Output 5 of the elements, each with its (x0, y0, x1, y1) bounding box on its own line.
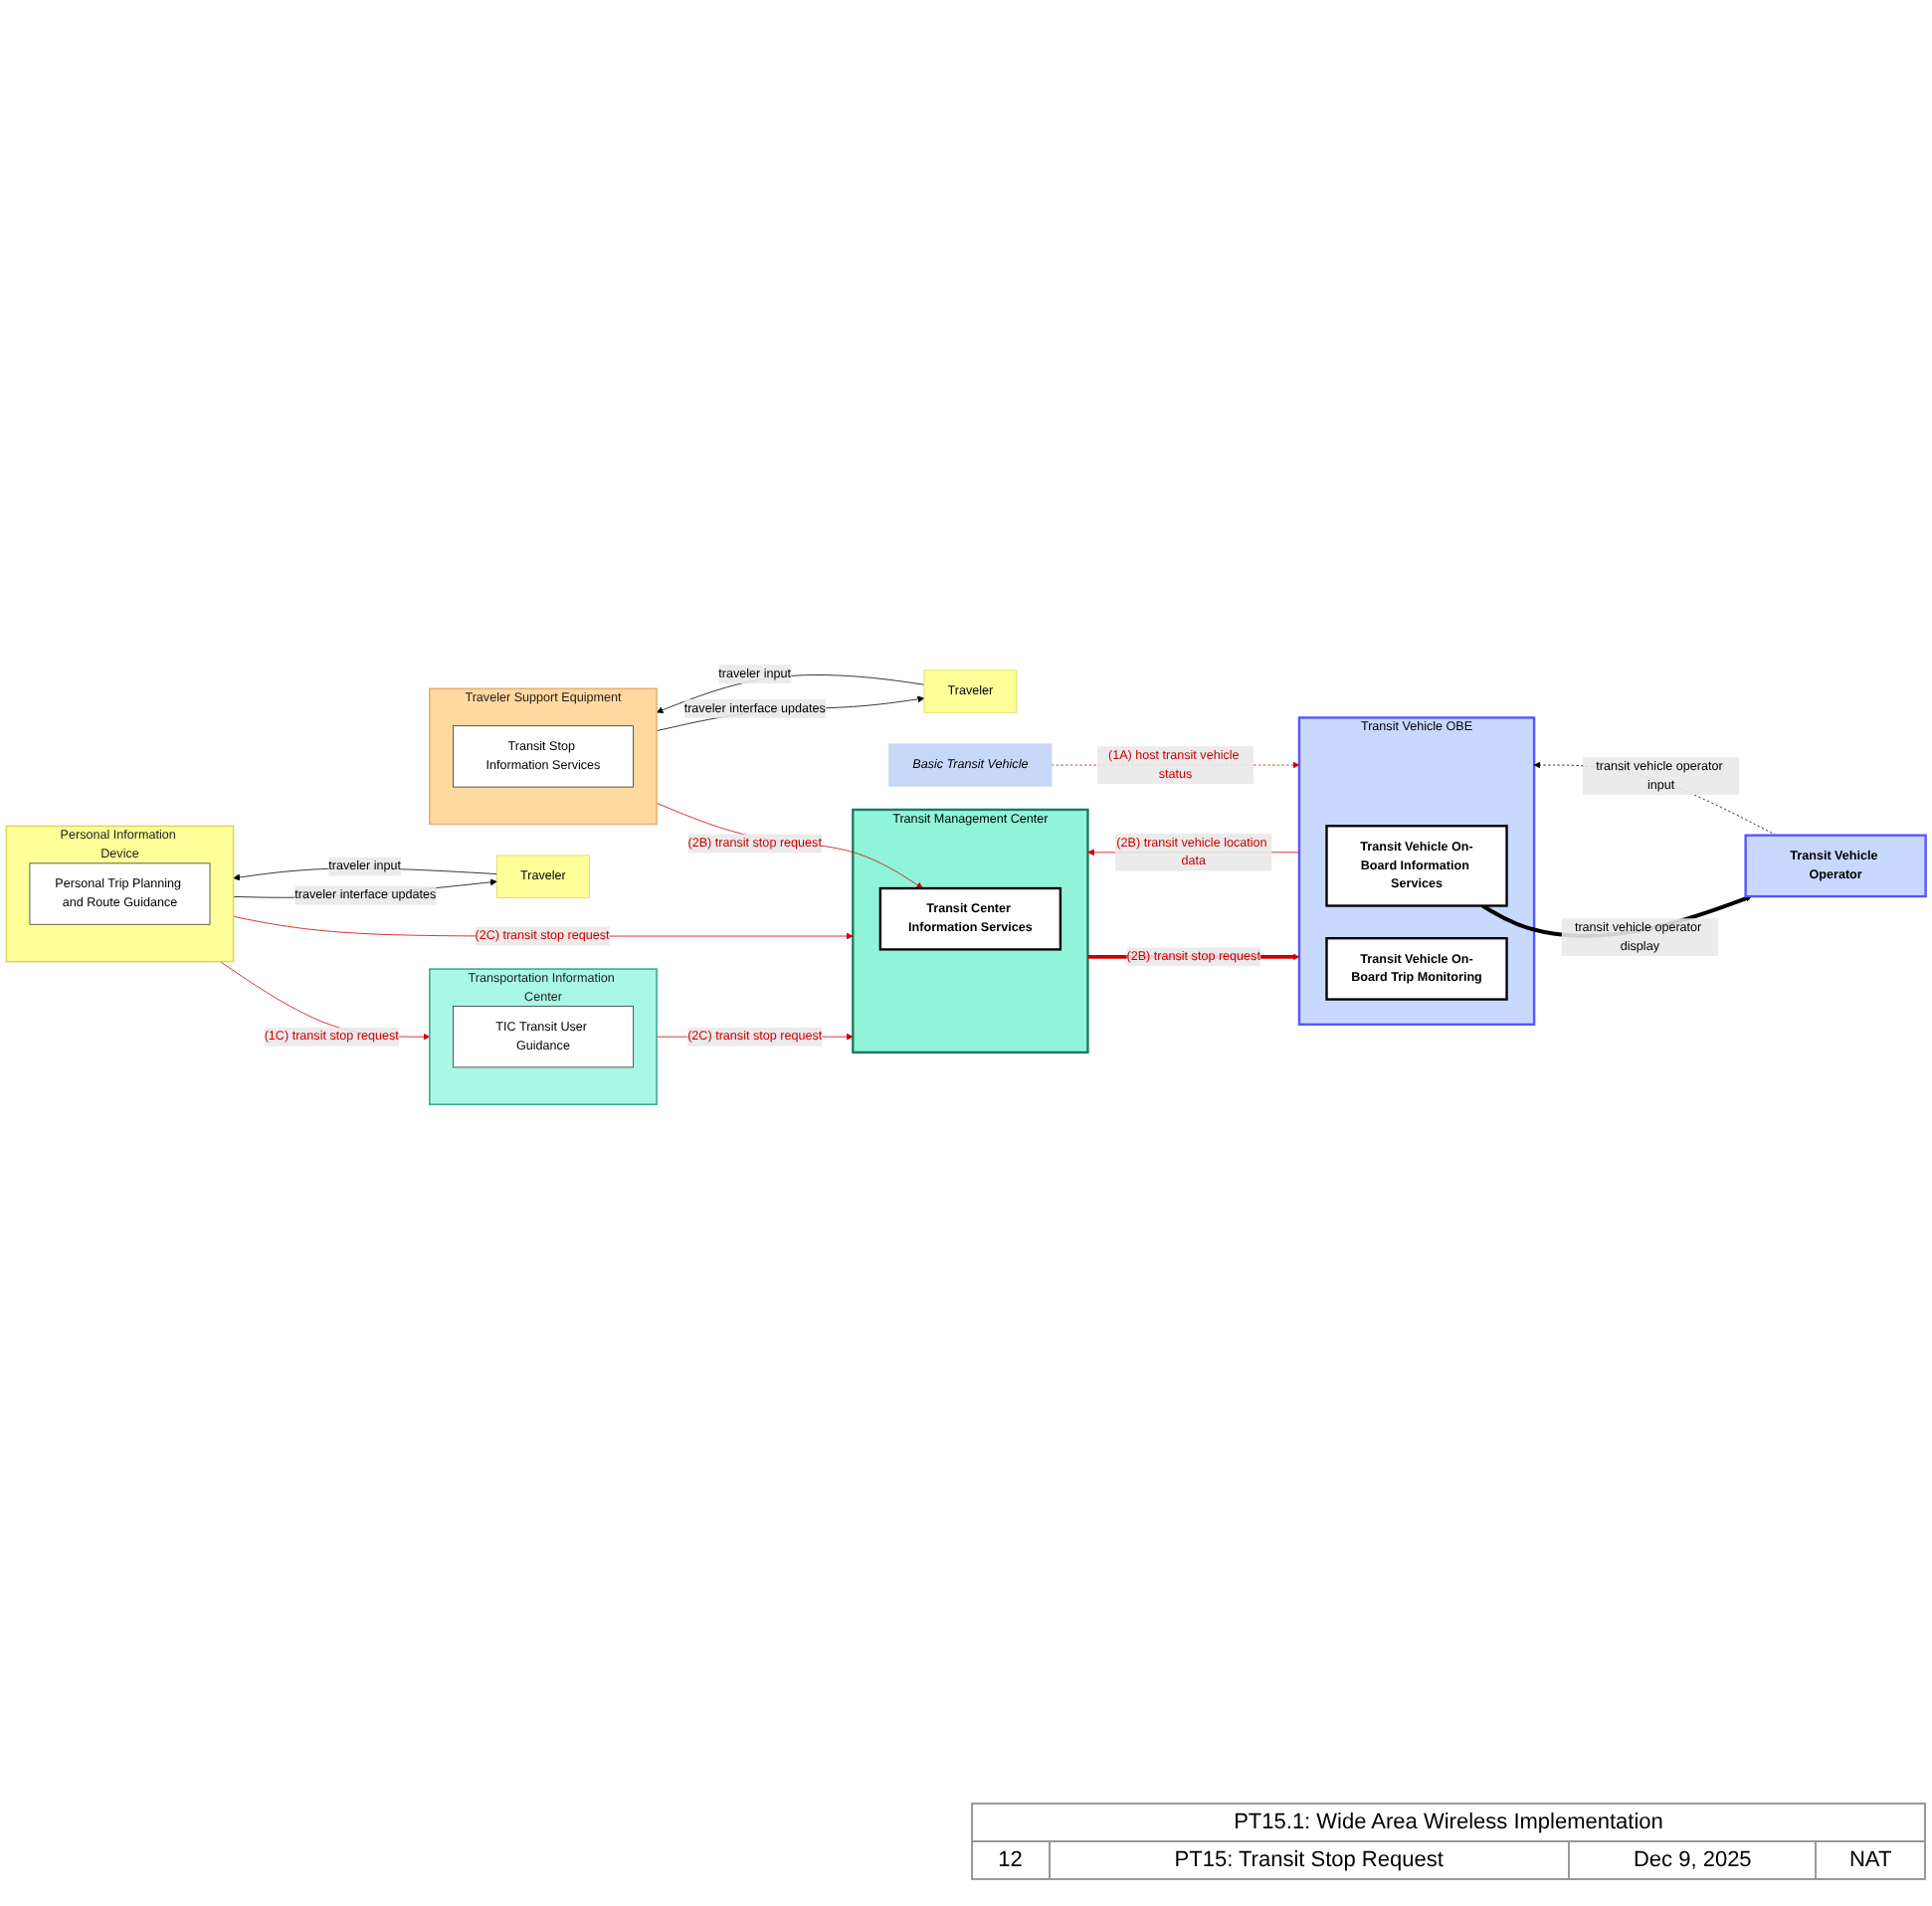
title-block-cell: Dec 9, 2025 (1569, 1841, 1817, 1879)
title-block-cell: 12 (972, 1841, 1050, 1879)
title-block-cell: PT15: Transit Stop Request (1049, 1841, 1570, 1879)
title-block-cell: PT15.1: Wide Area Wireless Implementation (972, 1804, 1925, 1841)
title-block-cell: NAT (1816, 1841, 1925, 1879)
